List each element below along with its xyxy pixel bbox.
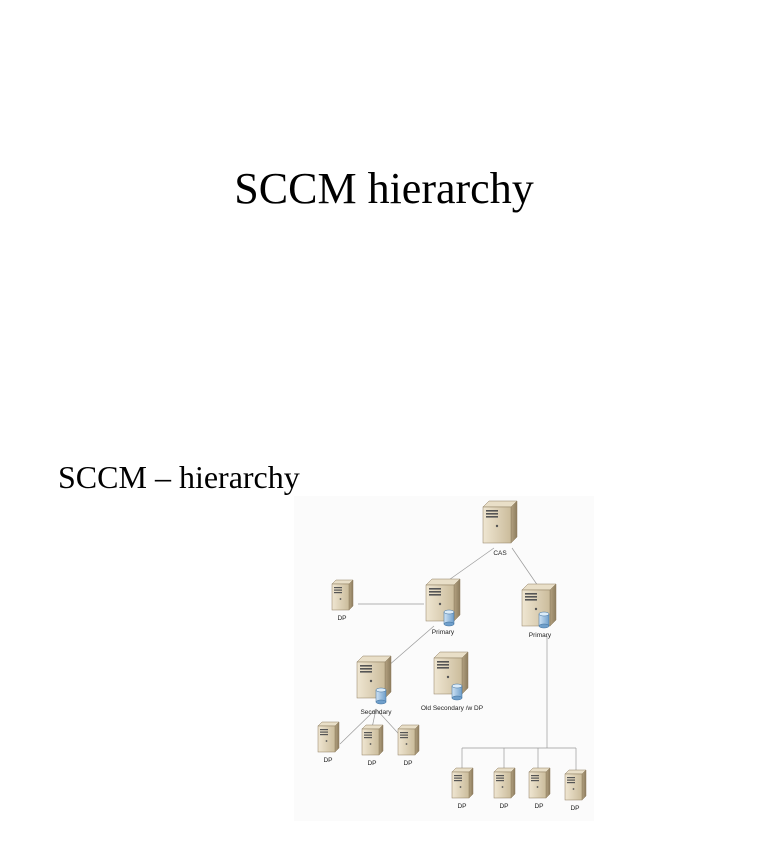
dp-pri-3-label: DP bbox=[534, 803, 543, 810]
dp-pri-1-label: DP bbox=[457, 803, 466, 810]
secondary-server: Secondary bbox=[356, 655, 392, 716]
primary-right-label: Primary bbox=[529, 632, 552, 639]
primary-server-right: Primary bbox=[521, 583, 557, 639]
dp-left-label: DP bbox=[337, 615, 346, 622]
cas-server: CAS bbox=[482, 500, 518, 557]
slide-title: SCCM hierarchy bbox=[234, 164, 534, 213]
secondary-label: Secondary bbox=[360, 709, 392, 716]
dp-sec-2-label: DP bbox=[367, 760, 376, 767]
dp-pri-4-label: DP bbox=[570, 805, 579, 812]
dp-server-primary-4: DP bbox=[564, 769, 587, 812]
dp-server-primary-1: DP bbox=[451, 767, 474, 810]
dp-pri-2-label: DP bbox=[499, 803, 508, 810]
cas-label: CAS bbox=[493, 550, 507, 557]
hierarchy-diagram: CAS Primary Primary DP Secondary Old Sec… bbox=[294, 496, 594, 821]
dp-server-secondary-1: DP bbox=[317, 721, 340, 764]
old-secondary-label: Old Secondary /w DP bbox=[421, 705, 483, 712]
dp-server-primary-2: DP bbox=[493, 767, 516, 810]
section-heading: SCCM – hierarchy bbox=[58, 459, 300, 495]
dp-sec-1-label: DP bbox=[323, 757, 332, 764]
dp-server-primary-3: DP bbox=[528, 767, 551, 810]
dp-server-left: DP bbox=[331, 579, 354, 622]
old-secondary-server: Old Secondary /w DP bbox=[421, 651, 483, 712]
primary-left-label: Primary bbox=[432, 629, 455, 636]
primary-server-left: Primary bbox=[425, 578, 461, 636]
dp-sec-3-label: DP bbox=[403, 760, 412, 767]
dp-server-secondary-3: DP bbox=[397, 724, 420, 767]
dp-server-secondary-2: DP bbox=[361, 724, 384, 767]
